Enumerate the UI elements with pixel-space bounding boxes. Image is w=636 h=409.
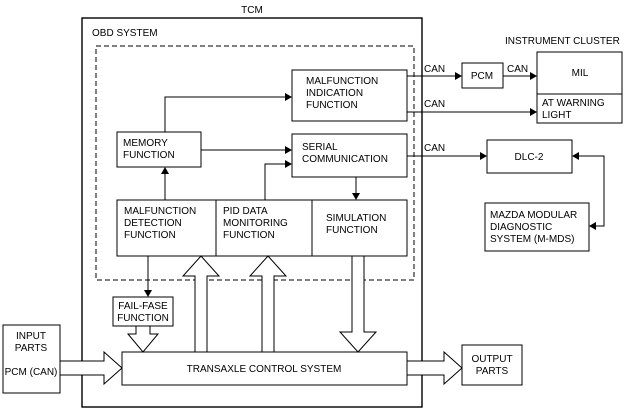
fail-safe-to-transaxle-arrow (126, 325, 160, 353)
mil-label-line: MIL (572, 68, 589, 79)
dlc2-box: DLC-2 (486, 139, 573, 174)
transaxle-to-output-arrow (406, 350, 463, 386)
input-to-transaxle-arrow (59, 350, 123, 386)
obd-system-frame: OBD SYSTEM (92, 28, 415, 281)
obd-system-title: OBD SYSTEM (92, 28, 158, 39)
mmds-label-line: MAZDA MODULAR (490, 210, 577, 221)
dlc2-label: DLC-2 (515, 152, 544, 163)
output-parts-label-line: PARTS (476, 366, 509, 377)
simulation-to-transaxle-arrow (338, 255, 378, 353)
transaxle-control-system-label: TRANSAXLE CONTROL SYSTEM (187, 364, 342, 375)
malfunction-indication-function-label-line: INDICATION (306, 88, 363, 99)
dlc2-label-line: DLC-2 (515, 152, 544, 163)
tcm-frame: TCM (81, 5, 423, 408)
transaxle-control-system-box: TRANSAXLE CONTROL SYSTEM (121, 351, 408, 386)
input-parts-label-line: INPUT (16, 331, 46, 342)
mmds-label-line: SYSTEM (M-MDS) (490, 234, 574, 245)
malfunction-indication-function-label-line: MALFUNCTION (306, 76, 378, 87)
can-connections: CAN CAN CAN CAN (407, 64, 605, 230)
pid-data-monitoring-function-label-line: PID DATA (223, 206, 268, 217)
can-label-to-at-warning: CAN (424, 99, 445, 110)
mmds-label-line: DIAGNOSTIC (490, 222, 552, 233)
tcm-title: TCM (241, 5, 263, 16)
pid-data-monitoring-function-label-line: MONITORING (223, 218, 288, 229)
pcm-box: PCM (461, 62, 504, 89)
pcm-label-line: PCM (471, 71, 493, 82)
malfunction-detection-function-label-line: MALFUNCTION (124, 206, 196, 217)
transaxle-control-system-label-line: TRANSAXLE CONTROL SYSTEM (187, 364, 342, 375)
can-label-pcm-to-mil: CAN (507, 64, 528, 75)
pid-data-monitoring-function-label-line: FUNCTION (223, 230, 275, 241)
can-label-to-pcm: CAN (424, 64, 445, 75)
at-warning-light-label-line: AT WARNING (542, 98, 605, 109)
can-label-to-dlc2: CAN (424, 143, 445, 154)
mil-label: MIL (572, 68, 589, 79)
input-parts-label-line: PCM (CAN) (5, 367, 58, 378)
serial-communication-label-line: SERIAL (302, 142, 338, 153)
input-parts-label-line: PARTS (15, 343, 48, 354)
fail-safe-function-label-line: FAIL-FASE (118, 301, 168, 312)
function-row-box (116, 199, 408, 257)
simulation-function-label-line: FUNCTION (326, 225, 378, 236)
block-arrows (59, 255, 463, 386)
output-parts-label-line: OUTPUT (471, 354, 512, 365)
instrument-cluster-title: INSTRUMENT CLUSTER (505, 36, 620, 47)
pcm-label: PCM (471, 71, 493, 82)
memory-function-label-line: FUNCTION (123, 150, 175, 161)
transaxle-to-pid-arrow (248, 255, 288, 353)
simulation-function-label-line: SIMULATION (326, 213, 386, 224)
malfunction-indication-function-label-line: FUNCTION (306, 100, 358, 111)
input-parts-label-line (30, 355, 33, 366)
malfunction-detection-function-label-line: DETECTION (124, 218, 182, 229)
internal-arrows (144, 93, 360, 297)
transaxle-to-detection-arrow (181, 255, 221, 353)
malfunction-detection-function-label-line: FUNCTION (124, 230, 176, 241)
memory-function-label-line: MEMORY (123, 138, 168, 149)
at-warning-light-label-line: LIGHT (542, 110, 571, 121)
serial-communication-label-line: COMMUNICATION (302, 154, 388, 165)
fail-safe-function-label-line: FUNCTION (117, 313, 169, 324)
